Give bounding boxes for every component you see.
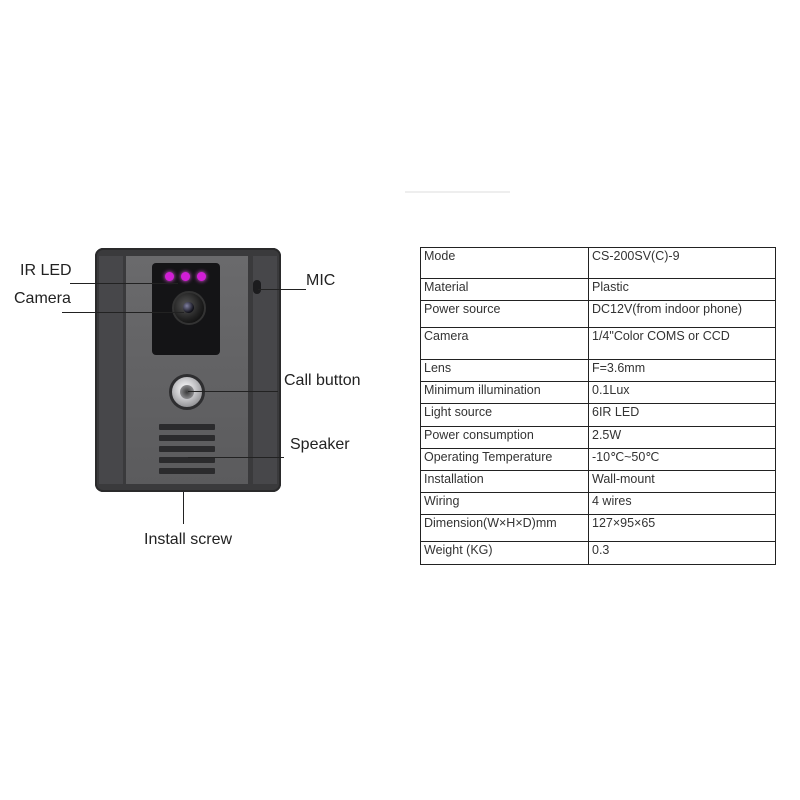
camera-leader-line [62, 312, 184, 313]
spec-key: Installation [420, 469, 589, 493]
table-row: Camera 1/4"Color COMS or CCD [420, 327, 776, 361]
device-side-strip-right [253, 256, 277, 484]
callout-install-screw: Install screw [144, 531, 233, 548]
callout-mic: MIC [306, 272, 336, 289]
spec-key: Wiring [420, 491, 589, 515]
speaker-grille [159, 424, 215, 474]
table-row: Power source DC12V(from indoor phone) [420, 300, 776, 329]
ir-led-icon [197, 272, 206, 281]
spec-value: 0.3 [588, 540, 776, 566]
spec-value: 6IR LED [588, 403, 776, 427]
ir-led-leader-line [70, 283, 178, 284]
spec-value: F=3.6mm [588, 359, 776, 383]
speaker-slot [159, 446, 215, 452]
spec-value: 127×95×65 [588, 513, 776, 542]
table-row: Installation Wall-mount [420, 469, 776, 493]
callout-camera: Camera [14, 290, 71, 307]
table-row: Dimension(W×H×D)mm 127×95×65 [420, 513, 776, 542]
install-screw-leader-line [183, 492, 184, 524]
spec-key: Light source [420, 403, 589, 427]
mic-leader-line [258, 289, 306, 290]
spec-value: 1/4"Color COMS or CCD [588, 327, 776, 361]
spec-value: Wall-mount [588, 469, 776, 493]
ir-led-icon [181, 272, 190, 281]
ir-led-icon [165, 272, 174, 281]
spec-key: Minimum illumination [420, 381, 589, 405]
spec-key: Operating Temperature [420, 447, 589, 471]
table-row: Power consumption 2.5W [420, 425, 776, 449]
spec-key: Camera [420, 327, 589, 361]
spec-key: Mode [420, 246, 589, 280]
table-row: Minimum illumination 0.1Lux [420, 381, 776, 405]
table-row: Mode CS-200SV(C)-9 [420, 246, 776, 280]
speaker-slot [159, 457, 215, 463]
table-row: Lens F=3.6mm [420, 359, 776, 383]
decorative-line [405, 191, 510, 193]
callout-speaker: Speaker [290, 436, 350, 453]
spec-key: Weight (KG) [420, 540, 589, 566]
speaker-slot [159, 468, 215, 474]
spec-key: Lens [420, 359, 589, 383]
spec-value: -10℃~50℃ [588, 447, 776, 471]
callout-call-button: Call button [284, 372, 361, 389]
speaker-leader-line [188, 457, 284, 458]
table-row: Wiring 4 wires [420, 491, 776, 515]
table-row: Weight (KG) 0.3 [420, 540, 776, 566]
spec-value: DC12V(from indoor phone) [588, 300, 776, 329]
speaker-slot [159, 424, 215, 430]
table-row: Light source 6IR LED [420, 403, 776, 427]
spec-key: Power consumption [420, 425, 589, 449]
door-phone-device [95, 248, 281, 492]
spec-value: 2.5W [588, 425, 776, 449]
spec-value: 4 wires [588, 491, 776, 515]
spec-table: Mode CS-200SV(C)-9 Material Plastic Powe… [420, 246, 776, 566]
spec-value: Plastic [588, 278, 776, 302]
spec-key: Dimension(W×H×D)mm [420, 513, 589, 542]
table-row: Material Plastic [420, 278, 776, 302]
table-row: Operating Temperature -10℃~50℃ [420, 447, 776, 471]
mic-hole-icon [253, 280, 261, 294]
callout-ir-led: IR LED [20, 262, 72, 279]
call-button-icon [169, 374, 205, 410]
speaker-slot [159, 435, 215, 441]
device-side-strip-left [99, 256, 123, 484]
spec-key: Power source [420, 300, 589, 329]
spec-value: 0.1Lux [588, 381, 776, 405]
call-button-leader-line [188, 391, 278, 392]
spec-value: CS-200SV(C)-9 [588, 246, 776, 280]
spec-key: Material [420, 278, 589, 302]
camera-lens-icon [172, 291, 206, 325]
camera-window [152, 263, 220, 355]
